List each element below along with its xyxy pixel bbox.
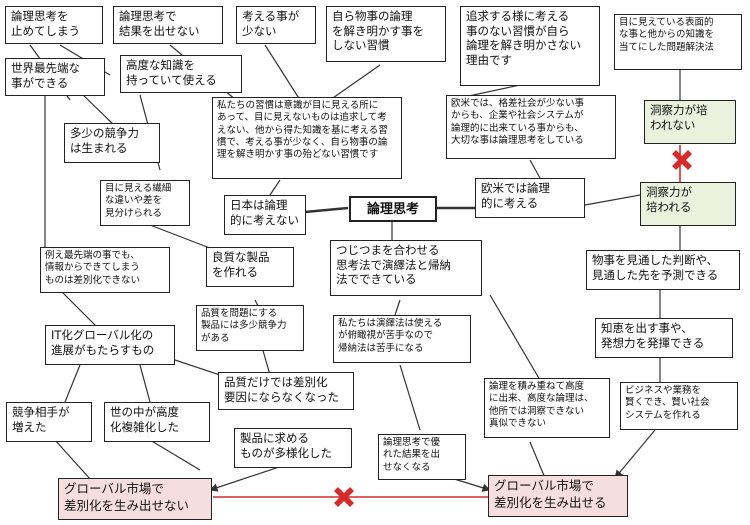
node-center-logical-thinking: 論理思考 (349, 196, 437, 222)
node-surface-solution: 目に見えている表面的 な事と他からの知識を 当てにした問題解決法 (614, 14, 742, 70)
node-no-results: 論理思考で 結果を出せない (113, 6, 223, 44)
node-excellent: 論理思考で優 れた結果を出 せなくなる (378, 434, 466, 480)
node-little-thinking: 考える事が 少ない (236, 6, 316, 44)
node-some-competitive: 多少の競争力 は生まれる (64, 123, 160, 163)
node-wisdom: 知恵を出す事や、 発想力を発揮できる (595, 318, 733, 358)
node-good-products: 良質な製品 を作れる (206, 247, 294, 287)
node-it-global: IT化グローバル化の 進展がもたらすもの (45, 325, 175, 365)
node-west: 欧米では論理 的に考える (475, 178, 585, 218)
node-quality-issue: 品質を問題にする 製品には多少競争力 がある (196, 305, 304, 351)
node-we-deduction: 私たちは演繹法は使える が俯瞰視が苦手なので 帰納法は苦手になる (333, 315, 471, 363)
node-deduction: つじつまを合わせる 思考法で演繹法と帰納 法でできている (330, 240, 482, 296)
node-complex: 世の中が高度 化複雑化した (104, 402, 210, 442)
node-japan: 日本は論理 的に考えない (224, 195, 306, 235)
node-global-can: グローバル市場で 差別化を生み出せる (488, 475, 628, 517)
node-foresee: 物事を見通した判断や、 見通した先を予測できる (586, 250, 740, 290)
node-no-insight: 洞察力が培 われない (644, 100, 736, 144)
node-west-paragraph: 欧米では、格差社会が少ない事 からも、企業や社会システムが 論理的に出来ている事… (446, 95, 616, 159)
node-quality-only: 品質だけでは差別化 要因にならなくなった (218, 372, 354, 410)
node-pursue: 追求する様に考える 事のない習慣が自ら 論理を解き明かさない 理由です (460, 6, 600, 86)
node-accumulate: 論理を積み重ねて高度 に出来、高度な論理は、 他所では洞察できない 真似できない (484, 378, 610, 438)
node-diverse: 製品に求める ものが多様化した (234, 428, 352, 468)
node-world-first: 世界最先端な 事ができる (5, 58, 105, 96)
cross-mark-insight (672, 150, 692, 170)
node-advanced-knowledge: 高度な知識を 持っていて使える (120, 55, 242, 93)
node-example: 例え最先端の事でも、 情報からできてしまう ものは差別化できない (40, 247, 170, 293)
cross-mark-global (334, 487, 354, 507)
node-global-cannot: グローバル市場で 差別化を生み出せない (58, 478, 212, 520)
node-competitors: 競争相手が 増えた (6, 402, 92, 442)
node-stop-thinking: 論理思考を 止めてしまう (5, 6, 103, 44)
node-insight: 洞察力が 培われる (640, 182, 736, 226)
node-habit-paragraph: 私たちの習慣は意識が目に見える所に あって、目に見えないものは追求して考 えない… (212, 97, 402, 179)
node-business: ビジネスや業務を 賢くでき、賢い社会 システムを作れる (620, 382, 738, 430)
node-visible-diff: 目に見える繊細 な違いや差を 見分けられる (100, 180, 190, 226)
node-no-habit: 自ら物事の論理 を解き明かす事を しない習慣 (326, 6, 446, 62)
